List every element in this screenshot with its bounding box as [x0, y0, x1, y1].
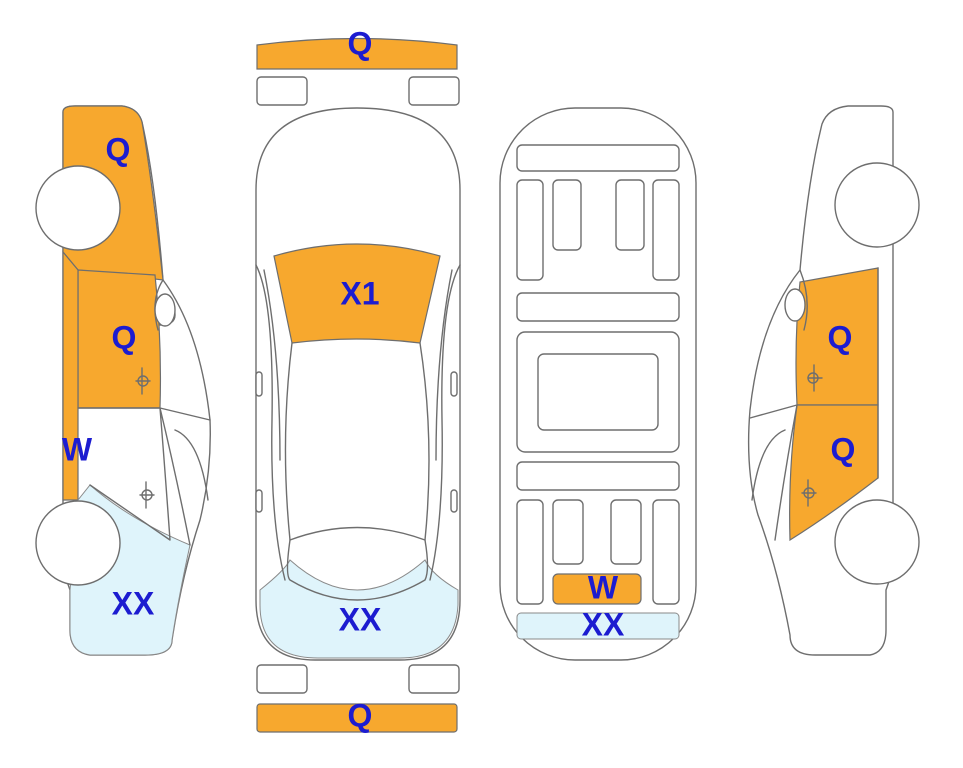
top-windshield-label: X1: [340, 275, 379, 311]
left-front-door-label: Q: [112, 319, 137, 355]
top-left-side-lines: [255, 264, 286, 581]
right-rear-door-label: Q: [831, 431, 856, 467]
underbody-center-plate: [537, 353, 659, 431]
underbody-front-inner-left: [552, 179, 582, 251]
underbody-mid-bar-2: [516, 461, 680, 491]
underbody-rear-inner-right: [610, 499, 642, 565]
top-rear-left-light: [256, 664, 308, 694]
left-rear-door-outline: [77, 407, 171, 541]
underbody-rear-panel-label: W: [588, 569, 619, 605]
left-window-lines: [154, 279, 211, 546]
top-view: Q X1 XX Q: [255, 25, 461, 733]
left-rear-door-handle-knob: [141, 489, 153, 501]
left-front-door-handle-knob: [137, 375, 149, 387]
underbody-front-inner-right: [615, 179, 645, 251]
left-front-fender-label: Q: [106, 131, 131, 167]
left-rear-quarter-label: XX: [112, 585, 155, 621]
right-front-door-handle-knob: [807, 372, 819, 384]
top-rear-window-line: [286, 539, 429, 601]
top-right-mirror: [450, 371, 458, 397]
left-mirror-icon: [154, 293, 176, 327]
right-front-door-handle-icon: [807, 364, 823, 392]
top-front-right-light: [408, 76, 460, 106]
right-rear-door-panel[interactable]: [789, 404, 879, 542]
left-rear-wheel-icon: [35, 500, 121, 586]
top-windshield-panel[interactable]: [273, 243, 441, 344]
right-window-lines: [749, 267, 879, 541]
underbody-front-left-rail: [516, 179, 544, 281]
left-front-wheel-icon: [35, 165, 121, 251]
left-sill-panel[interactable]: [62, 250, 79, 501]
left-sill-label: W: [62, 431, 93, 467]
right-front-door-label: Q: [828, 319, 853, 355]
underbody-mid-bar-1: [516, 292, 680, 322]
right-mirror-icon: [784, 288, 806, 322]
top-body-outline: [255, 107, 461, 661]
right-side-view: Q Q: [747, 105, 920, 656]
top-rear-window-panel[interactable]: [259, 559, 459, 659]
top-rear-right-light: [408, 664, 460, 694]
top-rear-window-label: XX: [339, 601, 382, 637]
top-rear-bumper-label: Q: [348, 697, 373, 733]
top-left-door-handle: [255, 489, 263, 513]
underbody-front-bar: [516, 144, 680, 172]
underbody-rear-left-rail: [516, 499, 544, 605]
top-roof-outline: [284, 342, 430, 541]
right-front-wheel-icon: [834, 162, 920, 248]
underbody-rear-strip-label: XX: [582, 606, 625, 642]
top-front-left-light: [256, 76, 308, 106]
right-rear-door-handle-knob: [803, 487, 815, 499]
underbody-rear-right-rail: [652, 499, 680, 605]
top-front-bumper-label: Q: [348, 25, 373, 61]
underbody-rear-inner-left: [552, 499, 584, 565]
underbody-view: W XX: [499, 107, 697, 661]
top-rear-bumper-panel[interactable]: [256, 703, 458, 733]
top-front-bumper-panel[interactable]: [256, 37, 458, 70]
top-right-side-lines: [429, 264, 461, 581]
right-rear-wheel-icon: [834, 499, 920, 585]
underbody-rear-strip[interactable]: [516, 612, 680, 640]
underbody-front-right-rail: [652, 179, 680, 281]
top-right-door-handle: [450, 489, 458, 513]
top-left-mirror: [255, 371, 263, 397]
left-side-view: Q Q W XX: [35, 105, 211, 656]
underbody-rear-panel[interactable]: [552, 573, 642, 605]
right-side-body-outline: [747, 105, 894, 656]
